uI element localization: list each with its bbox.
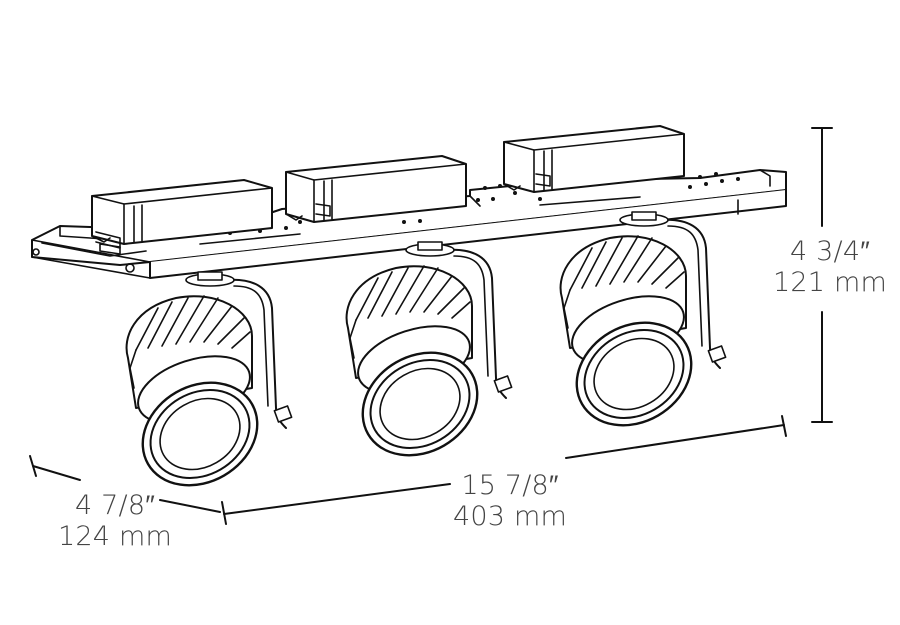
- dimension-line-height: [811, 127, 833, 423]
- dimension-line-length: [221, 415, 787, 525]
- length-imperial: 15 7/8″: [461, 470, 559, 501]
- housing-plate: [31, 169, 787, 279]
- driver-box-right: [503, 125, 685, 193]
- dimension-line-depth: [29, 455, 221, 513]
- dimension-label-length: 15 7/8″ 403 mm: [420, 470, 600, 532]
- height-metric: 121 mm: [773, 267, 887, 298]
- driver-box-left: [91, 179, 273, 249]
- mounting-holes: [228, 172, 740, 235]
- spotlight-head-center: [342, 240, 513, 477]
- dimension-label-height: 4 3/4″ 121 mm: [760, 236, 900, 298]
- depth-imperial: 4 7/8″: [75, 490, 155, 521]
- length-metric: 403 mm: [453, 501, 567, 532]
- spotlight-head-left: [122, 270, 293, 507]
- height-imperial: 4 3/4″: [790, 236, 870, 267]
- depth-metric: 124 mm: [58, 521, 172, 552]
- driver-box-center: [285, 155, 467, 223]
- spotlight-head-right: [556, 210, 727, 447]
- dimension-label-depth: 4 7/8″ 124 mm: [40, 490, 190, 552]
